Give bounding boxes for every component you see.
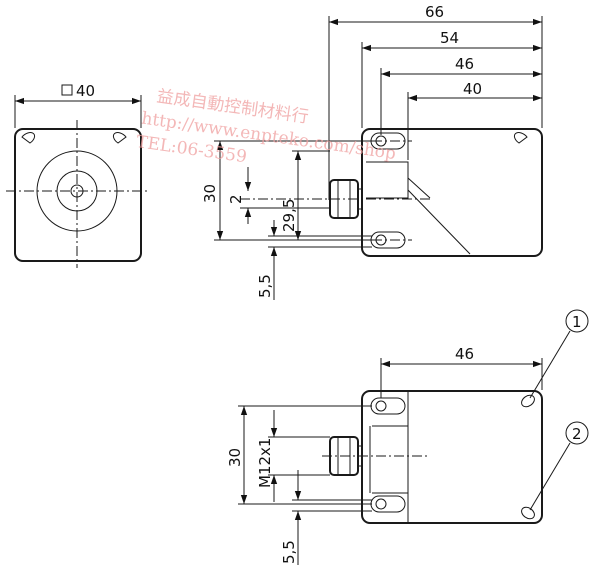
bottom-dim-30: 30 [226,448,244,467]
side-dim-30: 30 [201,184,219,203]
bottom-dim-46: 46 [455,345,474,363]
front-view: 40 [6,82,150,268]
side-view: 66 54 46 40 30 2 29,5 5,5 [201,3,543,300]
side-dim-2: 2 [227,194,245,204]
dim-46: 46 [455,55,474,73]
bottom-dim-m12x1: M12x1 [256,438,274,488]
front-width-label: 40 [76,82,95,100]
watermark: 益成自動控制材料行 http://www.enpteko.com/shop TE… [135,86,397,167]
bottom-dim-5-5: 5,5 [280,540,298,564]
callout-2: 2 [572,425,582,443]
bottom-view: 46 30 M12x1 5,5 1 2 [226,309,589,565]
callout-2-circle [565,421,589,445]
side-dim-29-5: 29,5 [280,199,298,232]
callout-1-circle [565,309,589,333]
square-symbol [61,84,73,96]
dim-40: 40 [463,80,482,98]
dim-66: 66 [425,3,444,21]
side-dim-5-5: 5,5 [256,274,274,298]
callout-1: 1 [572,313,582,331]
dim-54: 54 [440,29,459,47]
